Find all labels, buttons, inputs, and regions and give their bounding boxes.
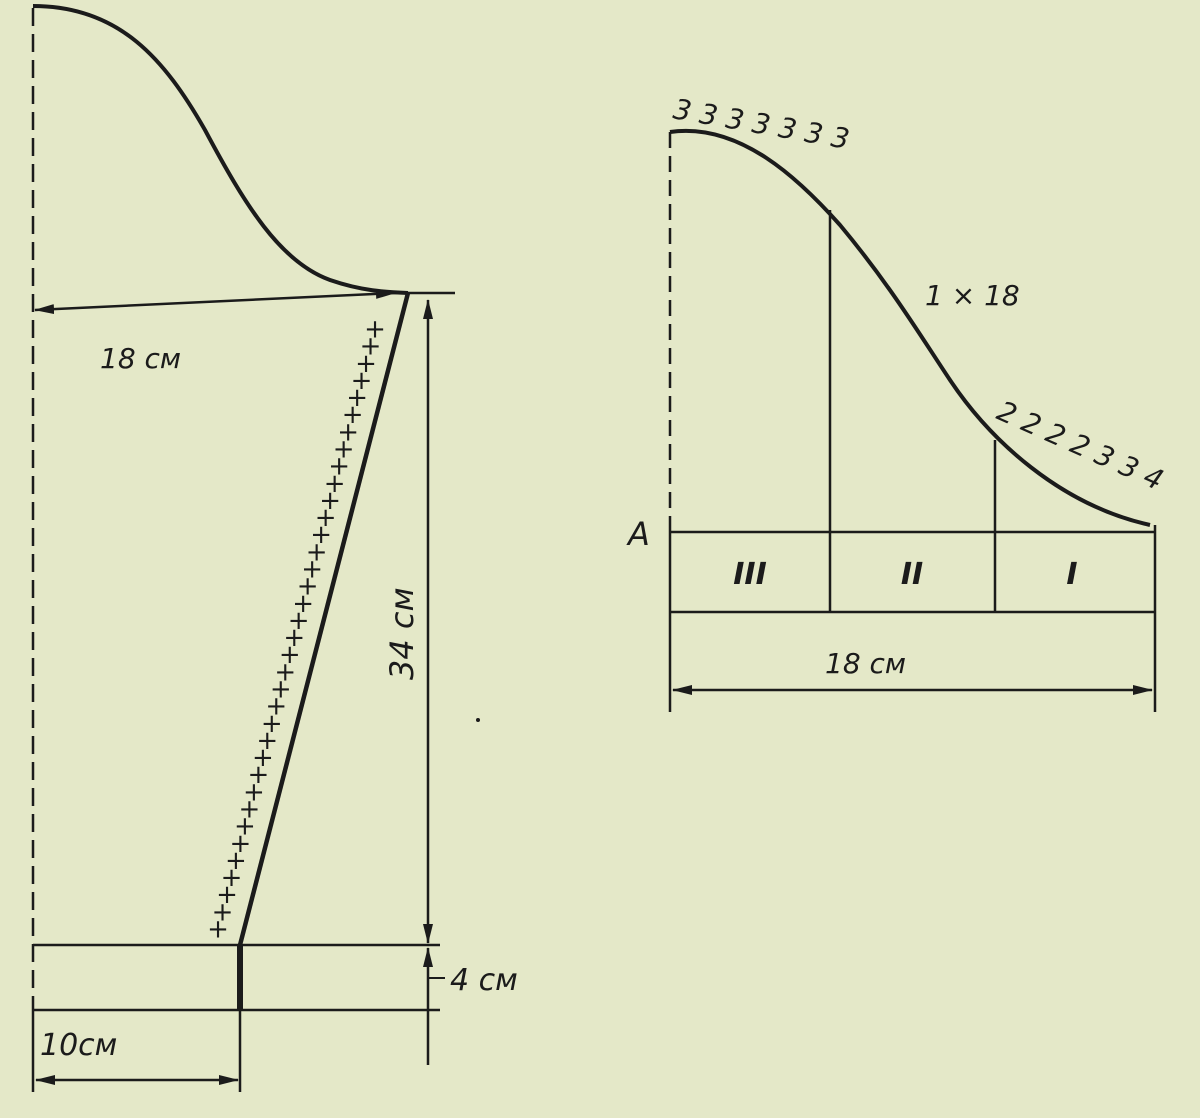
plus-mark: + xyxy=(234,812,256,842)
plus-mark: + xyxy=(360,332,382,362)
plus-mark: + xyxy=(297,572,319,602)
increase-marks: ++++++++++++++++++++++++++++++++++++ xyxy=(207,315,386,945)
plus-mark: + xyxy=(333,435,355,465)
plus-mark: + xyxy=(337,417,359,447)
right-section-1: I xyxy=(1066,557,1077,592)
plus-mark: + xyxy=(315,503,337,533)
plus-mark: + xyxy=(355,349,377,379)
plus-mark: + xyxy=(265,692,287,722)
left-cap-curve xyxy=(32,4,409,295)
plus-mark: + xyxy=(230,829,252,859)
plus-mark: + xyxy=(261,709,283,739)
right-top-rows-label: 3 3 3 3 3 3 3 xyxy=(671,92,852,155)
left-bottom-width-label: 10см xyxy=(40,1028,117,1063)
plus-mark: + xyxy=(310,520,332,550)
plus-mark: + xyxy=(346,383,368,413)
plus-mark: + xyxy=(270,675,292,705)
right-section-3: III xyxy=(733,557,767,592)
plus-mark: + xyxy=(319,486,341,516)
right-point-label: A xyxy=(626,515,650,553)
plus-mark: + xyxy=(351,366,373,396)
stray-dot xyxy=(476,718,480,722)
plus-mark: + xyxy=(279,640,301,670)
right-width-label: 18 см xyxy=(825,647,906,680)
plus-mark: + xyxy=(328,452,350,482)
left-width-dimension-line xyxy=(34,288,396,315)
plus-mark: + xyxy=(225,846,247,876)
right-lower-rows-label: 2 2 2 2 3 3 4 xyxy=(992,394,1168,497)
plus-mark: + xyxy=(207,915,229,945)
plus-mark: + xyxy=(364,315,386,345)
plus-mark: + xyxy=(301,555,323,585)
plus-mark: + xyxy=(283,623,305,653)
right-middle-rows-label: 1 × 18 xyxy=(925,279,1020,312)
left-width-label: 18 см xyxy=(100,342,181,375)
plus-mark: + xyxy=(243,777,265,807)
plus-mark: + xyxy=(252,743,274,773)
left-height-label: 34 см xyxy=(383,587,421,680)
plus-mark: + xyxy=(239,795,261,825)
plus-mark: + xyxy=(248,760,270,790)
plus-mark: + xyxy=(306,537,328,567)
plus-mark: + xyxy=(212,897,234,927)
plus-mark: + xyxy=(342,400,364,430)
right-cap-curve xyxy=(669,128,1151,527)
right-section-2: II xyxy=(901,557,923,592)
right-pattern: A 3 3 3 3 3 3 3 1 × 18 2 2 2 2 3 3 4 III… xyxy=(626,92,1168,712)
plus-mark: + xyxy=(292,589,314,619)
plus-mark: + xyxy=(324,469,346,499)
plus-mark: + xyxy=(216,880,238,910)
plus-mark: + xyxy=(288,606,310,636)
left-side-seam xyxy=(237,292,411,946)
plus-mark: + xyxy=(256,726,278,756)
plus-mark: + xyxy=(221,863,243,893)
left-pattern: 18 см ++++++++++++++++++++++++++++++++++… xyxy=(31,4,518,1092)
left-band-label: 4 см xyxy=(450,963,518,998)
plus-mark: + xyxy=(274,657,296,687)
